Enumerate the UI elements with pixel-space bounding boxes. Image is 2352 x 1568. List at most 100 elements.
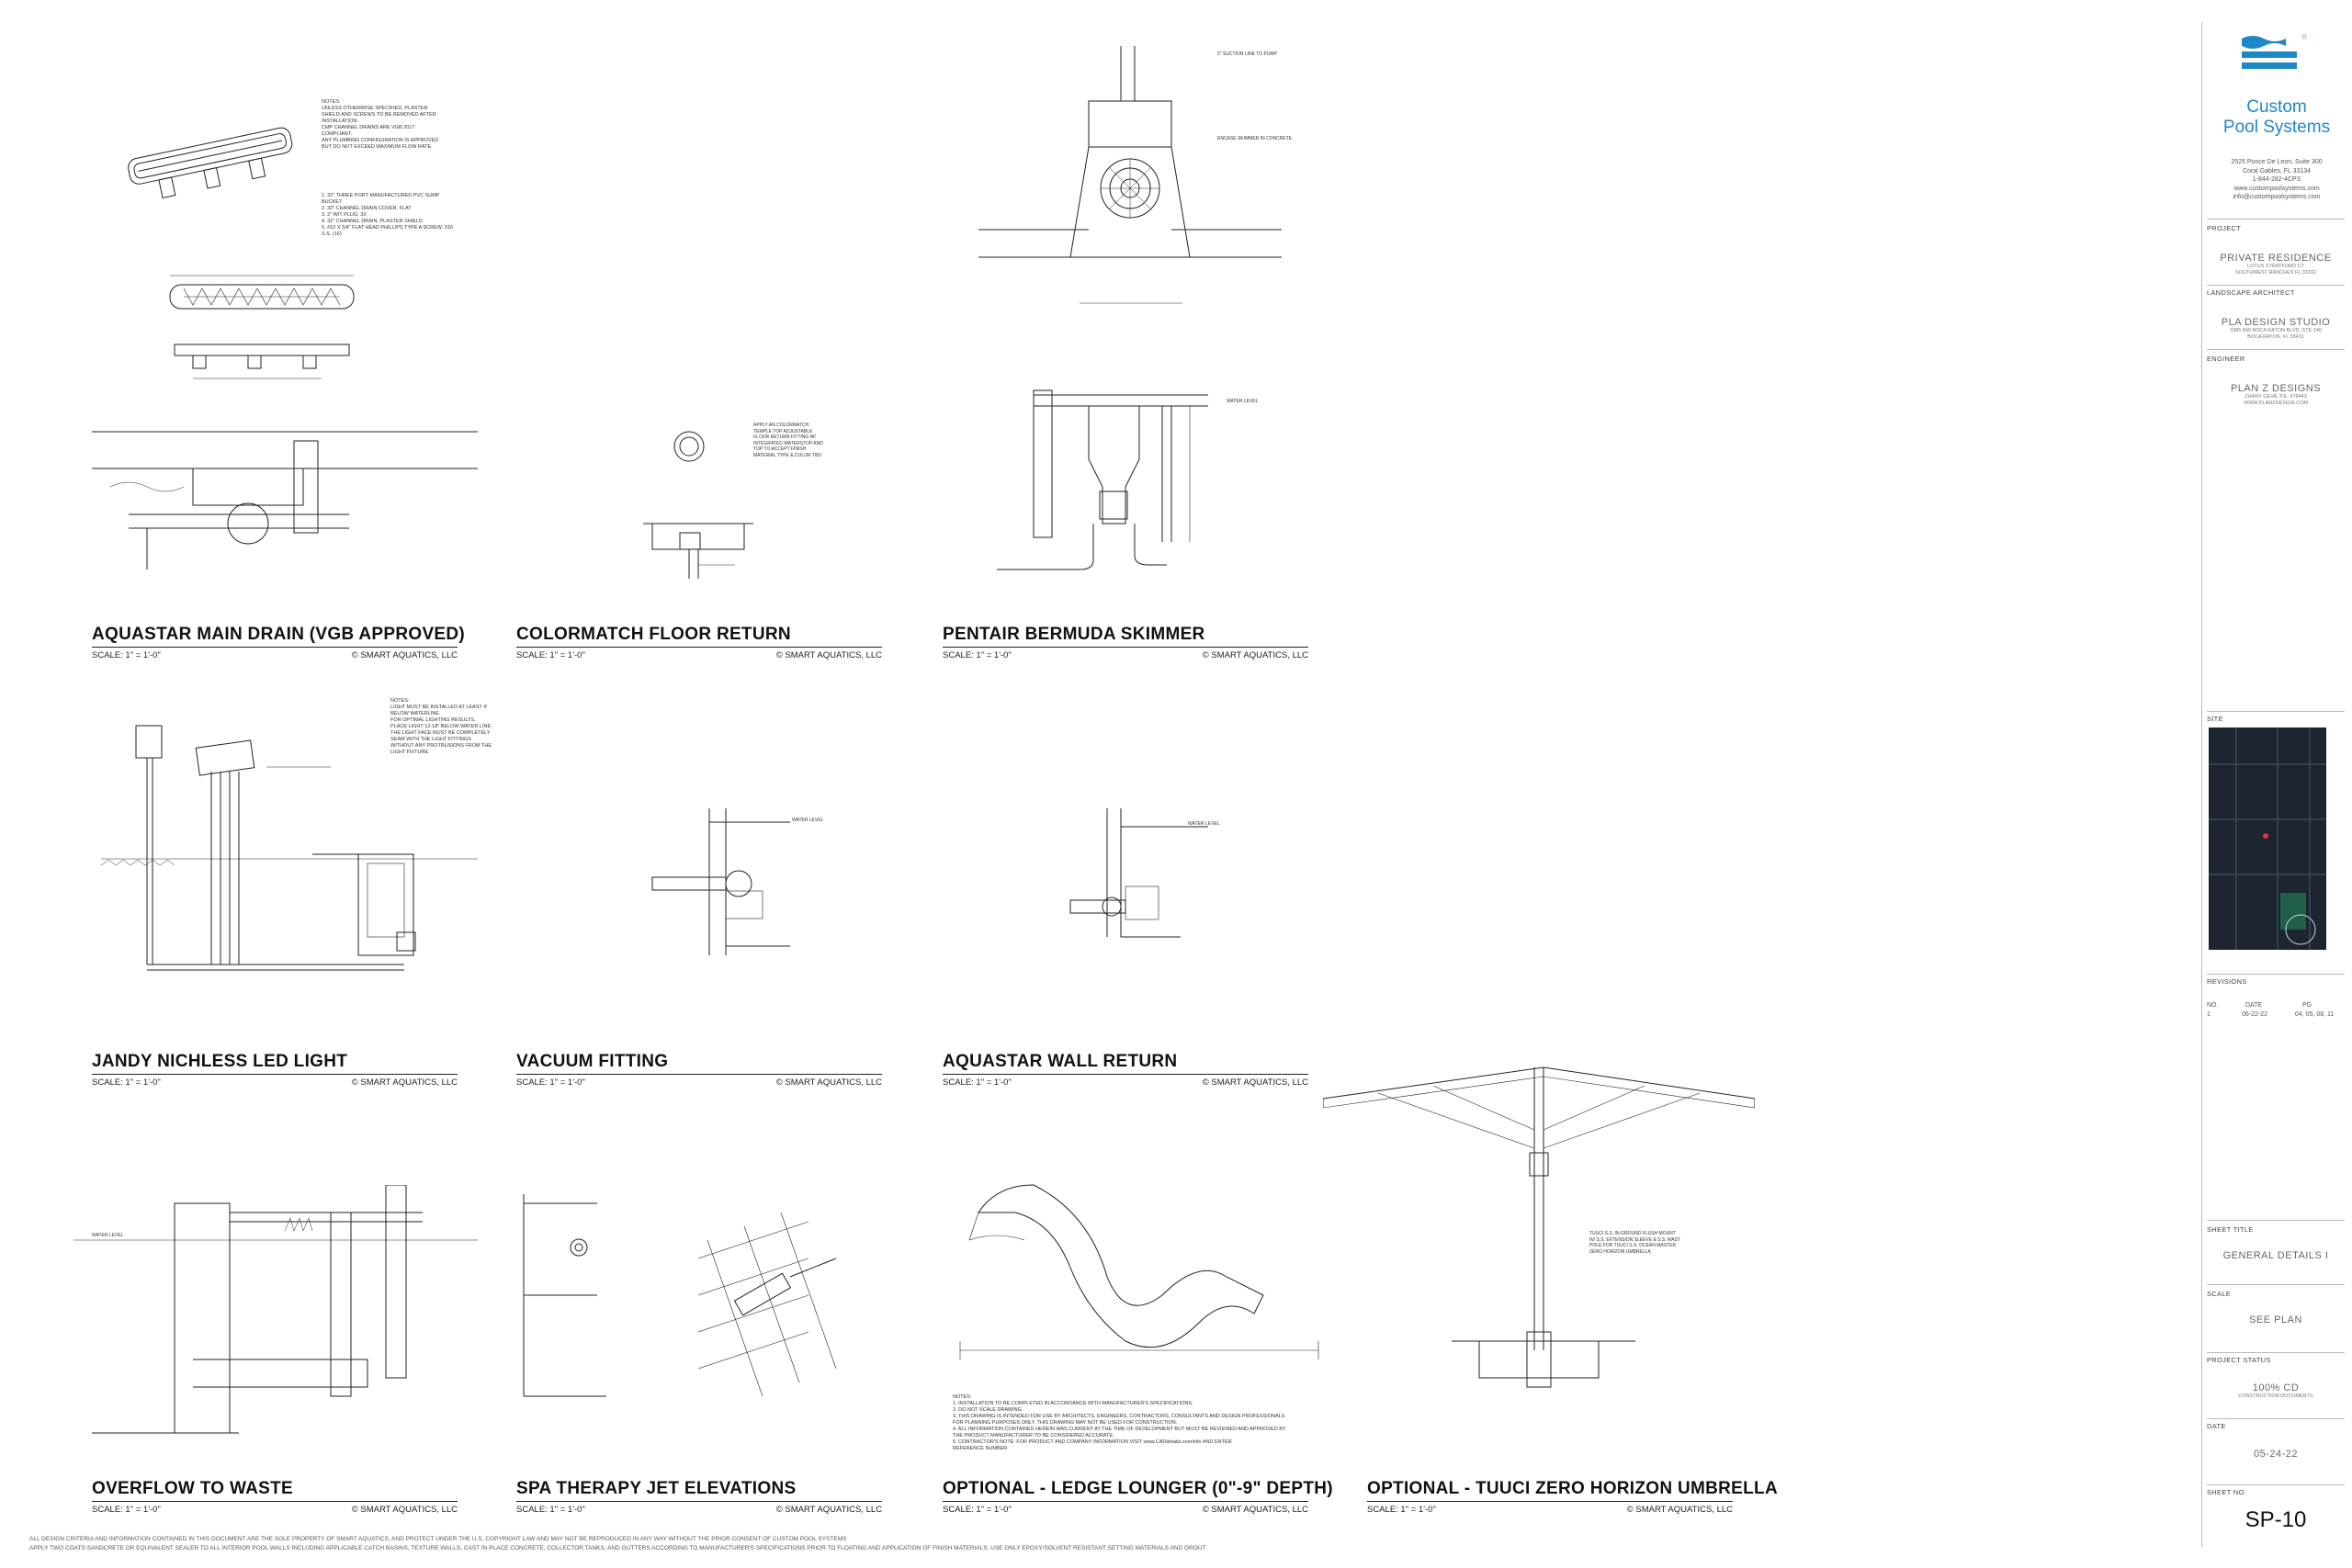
detail-led-light: NOTES: LIGHT MUST BE INSTALLED AT LEAST … (55, 698, 492, 1084)
detail-spa-jets (514, 1185, 910, 1516)
detail-title-block-6: AQUASTAR WALL RETURN SCALE: 1" = 1'-0" ©… (943, 1052, 1308, 1089)
title-block-border (2201, 22, 2202, 1547)
divider (2207, 1484, 2345, 1485)
divider (2207, 285, 2345, 286)
detail-scale: SCALE: 1" = 1'-0" (516, 650, 585, 660)
address-line: 2525 Ponce De Leon, Suite 300 (2231, 159, 2323, 165)
wall-return-drawing (1069, 808, 1208, 938)
detail-title: OPTIONAL - LEDGE LOUNGER (0"-9" DEPTH) (943, 1479, 1333, 1498)
revisions-section: REVISIONS NO. DATE PG 1 06-22-22 04, 05,… (2207, 977, 2345, 1021)
detail-scale: SCALE: 1" = 1'-0" (92, 1505, 161, 1515)
detail-scale: SCALE: 1" = 1'-0" (92, 1077, 161, 1088)
detail-copyright: © SMART AQUATICS, LLC (351, 650, 458, 660)
detail-skimmer: 2" SUCTION LINE TO PUMP ENCASE SKIMMER I… (942, 28, 1346, 661)
detail-scale: SCALE: 1" = 1'-0" (516, 1077, 585, 1088)
title-rule (1367, 1501, 1733, 1502)
sheet-scale: SEE PLAN (2249, 1314, 2302, 1325)
footer-disclaimer-2: APPLY TWO COATS SANDCRETE OR EQUIVALENT … (29, 1545, 1206, 1551)
divider (2207, 219, 2345, 220)
revision-row: 1 06-22-22 04, 05, 08, 11 (2207, 1011, 2345, 1021)
project-name: PRIVATE RESIDENCE (2220, 253, 2332, 264)
led-light-drawing (100, 725, 478, 971)
detail-title: OVERFLOW TO WASTE (92, 1479, 294, 1498)
drain-parts-list: 1. 32" THREE PORT MANUFACTURED PVC SUMP … (322, 193, 453, 237)
detail-umbrella: TUUCI S.S. IN-GROUND FLUSH MOUNT W/ S.S.… (1323, 1056, 1755, 1516)
status-section: PROJECT STATUS 100% CD CONSTRUCTION DOCU… (2207, 1356, 2345, 1400)
footer-disclaimer-1: ALL DESIGN CRITERIA AND INFORMATION CONT… (29, 1536, 847, 1542)
divider (2207, 1284, 2345, 1285)
site-map-image (2209, 728, 2326, 950)
title-rule (943, 1074, 1308, 1075)
title-rule (943, 647, 1308, 648)
detail-copyright: © SMART AQUATICS, LLC (775, 1077, 882, 1088)
company-name-line2: Pool Systems (2222, 118, 2331, 137)
overflow-water-level: WATER LEVEL (92, 1233, 124, 1238)
vacuum-water-level: WATER LEVEL (792, 818, 824, 823)
detail-title-block-5: VACUUM FITTING SCALE: 1" = 1'-0" © SMART… (516, 1052, 882, 1089)
suction-callout: 2" SUCTION LINE TO PUMP (1217, 51, 1277, 57)
company-logo-icon (2242, 34, 2307, 69)
skimmer-water-level: WATER LEVEL (1227, 399, 1259, 404)
detail-scale: SCALE: 1" = 1'-0" (1367, 1505, 1436, 1515)
detail-copyright: © SMART AQUATICS, LLC (1626, 1505, 1733, 1515)
date-section: DATE 05-24-22 (2207, 1422, 2345, 1460)
rev-no-header: NO. (2207, 1002, 2219, 1009)
detail-vacuum-fitting: WATER LEVEL (514, 799, 910, 1084)
detail-floor-return: APPLY AN COLORMATCH TEMPLE TOP ADJUSTABL… (514, 386, 910, 661)
landscape-label: LANDSCAPE ARCHITECT (2207, 288, 2295, 297)
rev-date: 06-22-22 (2242, 1011, 2268, 1018)
detail-title: AQUASTAR MAIN DRAIN (VGB APPROVED) (92, 625, 466, 644)
rev-date-header: DATE (2245, 1002, 2263, 1009)
phone: 1-844-282-4CPS (2252, 176, 2301, 183)
detail-scale: SCALE: 1" = 1'-0" (943, 650, 1012, 660)
lounger-notes: NOTES: 1. INSTALLATION TO BE COMPLETED I… (953, 1394, 1286, 1451)
spa-jets-drawing (523, 1194, 837, 1397)
detail-title: JANDY NICHLESS LED LIGHT (92, 1052, 348, 1071)
divider (2207, 349, 2345, 350)
detail-copyright: © SMART AQUATICS, LLC (351, 1505, 458, 1515)
scale-section: SCALE SEE PLAN (2207, 1290, 2345, 1325)
floor-return-drawing (643, 431, 753, 579)
landscape-sub: 3385 NW BOCA RATON BLVD, STE 240 (2230, 328, 2322, 333)
engineer-section: ENGINEER PLAN Z DESIGNS ZHANY GEVA, P.E.… (2207, 355, 2345, 407)
engineer-label: ENGINEER (2207, 355, 2245, 363)
title-rule (943, 1501, 1308, 1502)
sheet-title: GENERAL DETAILS I (2222, 1250, 2329, 1261)
revisions-label: REVISIONS (2207, 977, 2247, 986)
title-rule (516, 1501, 882, 1502)
detail-main-drain: NOTES: UNLESS OTHERWISE SPECIFIED, PLAST… (55, 28, 478, 661)
title-rule (516, 1074, 882, 1075)
project-status: 100% CD (2252, 1382, 2300, 1393)
title-rule (92, 1501, 458, 1502)
sheet-number: SP-10 (2245, 1507, 2307, 1532)
address-line: Coral Gables, FL 33134 (2242, 167, 2312, 175)
detail-scale: SCALE: 1" = 1'-0" (516, 1505, 585, 1515)
title-rule (92, 1074, 458, 1075)
project-sub: SOUTHWEST RANCHES FL 33332 (2234, 270, 2317, 276)
detail-scale: SCALE: 1" = 1'-0" (943, 1077, 1012, 1088)
status-label: PROJECT STATUS (2207, 1356, 2271, 1364)
detail-title: VACUUM FITTING (516, 1052, 669, 1071)
divider (2207, 1352, 2345, 1353)
vacuum-fitting-drawing (651, 808, 790, 955)
floor-return-callout: APPLY AN COLORMATCH TEMPLE TOP ADJUSTABL… (753, 423, 823, 458)
detail-title-block-9: OPTIONAL - LEDGE LOUNGER (0"-9" DEPTH) S… (943, 1479, 1333, 1516)
detail-scale: SCALE: 1" = 1'-0" (92, 650, 161, 660)
project-sub: LOTUS STRATFORD CT (2247, 264, 2304, 269)
detail-title-block-1: AQUASTAR MAIN DRAIN (VGB APPROVED) SCALE… (92, 625, 465, 661)
light-notes: NOTES: LIGHT MUST BE INSTALLED AT LEAST … (390, 698, 492, 755)
sheet-date: 05-24-22 (2253, 1449, 2299, 1460)
ledge-lounger-drawing (959, 1184, 1319, 1359)
project-section: PROJECT PRIVATE RESIDENCE LOTUS STRATFOR… (2207, 224, 2345, 276)
skimmer-callout: ENCASE SKIMMER IN CONCRETE (1217, 136, 1293, 141)
divider (2207, 1418, 2345, 1419)
status-sub: CONSTRUCTION DOCUMENTS (2238, 1393, 2313, 1399)
engineer-name: PLAN Z DESIGNS (2230, 383, 2322, 394)
detail-title: OPTIONAL - TUUCI ZERO HORIZON UMBRELLA (1367, 1479, 1778, 1498)
detail-copyright: © SMART AQUATICS, LLC (775, 1505, 882, 1515)
landscape-name: PLA DESIGN STUDIO (2221, 317, 2331, 328)
detail-title: COLORMATCH FLOOR RETURN (516, 625, 791, 644)
company-address: 2525 Ponce De Leon, Suite 300 Coral Gabl… (2201, 158, 2352, 202)
detail-title: PENTAIR BERMUDA SKIMMER (943, 625, 1205, 644)
